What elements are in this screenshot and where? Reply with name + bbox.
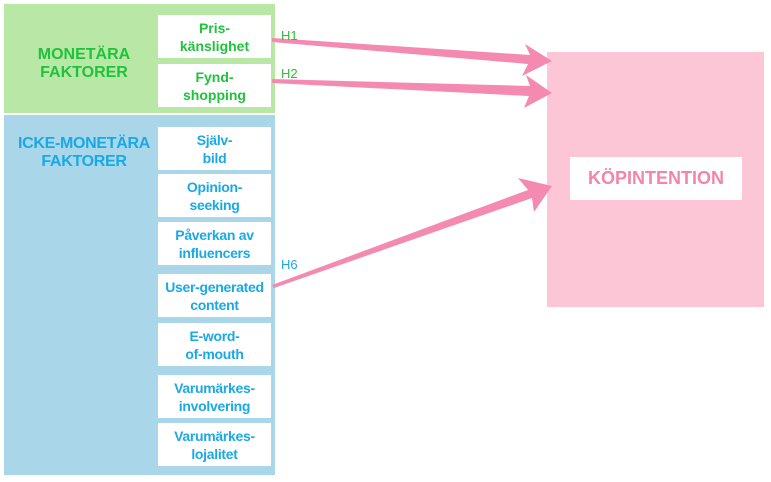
hypothesis-label-h1: H1 [281, 28, 298, 43]
arrow-h2 [272, 75, 552, 108]
factor-box-e-word-of-mouth: E-word- of-mouth [158, 323, 271, 366]
arrow-h6 [272, 178, 552, 288]
monetary-factors-title: MONETÄRA FAKTORER [37, 46, 131, 81]
kopintention-panel: KÖPINTENTION [547, 52, 764, 307]
factor-box-varumarkes-involvering: Varumärkes- involvering [158, 375, 271, 418]
kopintention-label: KÖPINTENTION [570, 157, 742, 200]
non-monetary-factors-title: ICKE-MONETÄRA FAKTORER [17, 135, 151, 170]
factor-box-pris-kanslighet: Pris- känslighet [158, 15, 271, 58]
hypothesis-label-h6: H6 [281, 257, 298, 272]
arrow-h1 [272, 38, 552, 76]
factor-box-user-generated-content: User-generated content [158, 274, 271, 317]
hypothesis-label-h2: H2 [281, 66, 298, 81]
factor-box-paverkan-av-influencers: Påverkan av influencers [158, 222, 271, 265]
factor-box-varumarkes-lojalitet: Varumärkes- lojalitet [158, 423, 271, 466]
factor-box-opinion-seeking: Opinion- seeking [158, 174, 271, 217]
factor-box-sjalvbild: Själv- bild [158, 127, 271, 170]
factor-box-fynd-shopping: Fynd- shopping [158, 64, 271, 107]
